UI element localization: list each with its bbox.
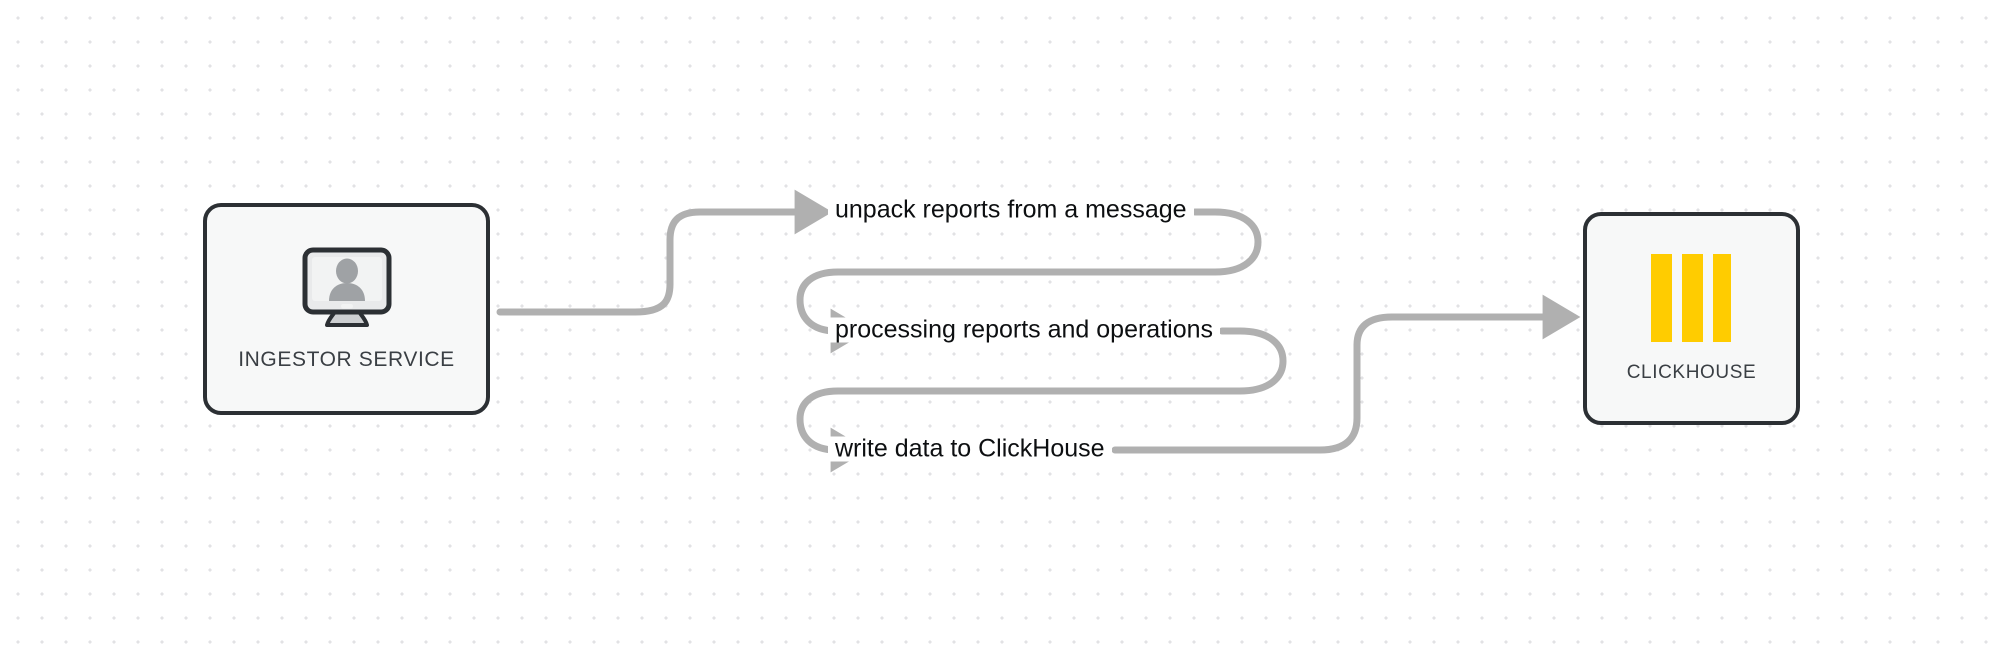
clickhouse-bar-1 xyxy=(1650,253,1672,342)
node-clickhouse-label: CLICKHOUSE xyxy=(1626,361,1757,383)
node-clickhouse[interactable]: CLICKHOUSE xyxy=(1583,212,1800,425)
monitor-user-icon xyxy=(299,246,395,332)
edge-path-process xyxy=(796,208,1262,354)
edge-label-process: processing reports and operations xyxy=(828,317,1221,343)
node-ingestor-service[interactable]: INGESTOR SERVICE xyxy=(203,203,490,415)
edge-path-write xyxy=(796,327,1287,473)
clickhouse-bar-3 xyxy=(1712,253,1731,342)
edge-label-unpack: unpack reports from a message xyxy=(828,197,1194,223)
edge-label-write: write data to ClickHouse xyxy=(828,436,1112,462)
clickhouse-logo-icon xyxy=(1649,253,1735,342)
edge-path-to-clickhouse xyxy=(1111,294,1581,454)
edge-path-unpack xyxy=(496,189,833,316)
node-ingestor-service-label: INGESTOR SERVICE xyxy=(238,348,455,371)
clickhouse-bar-2 xyxy=(1681,253,1703,342)
